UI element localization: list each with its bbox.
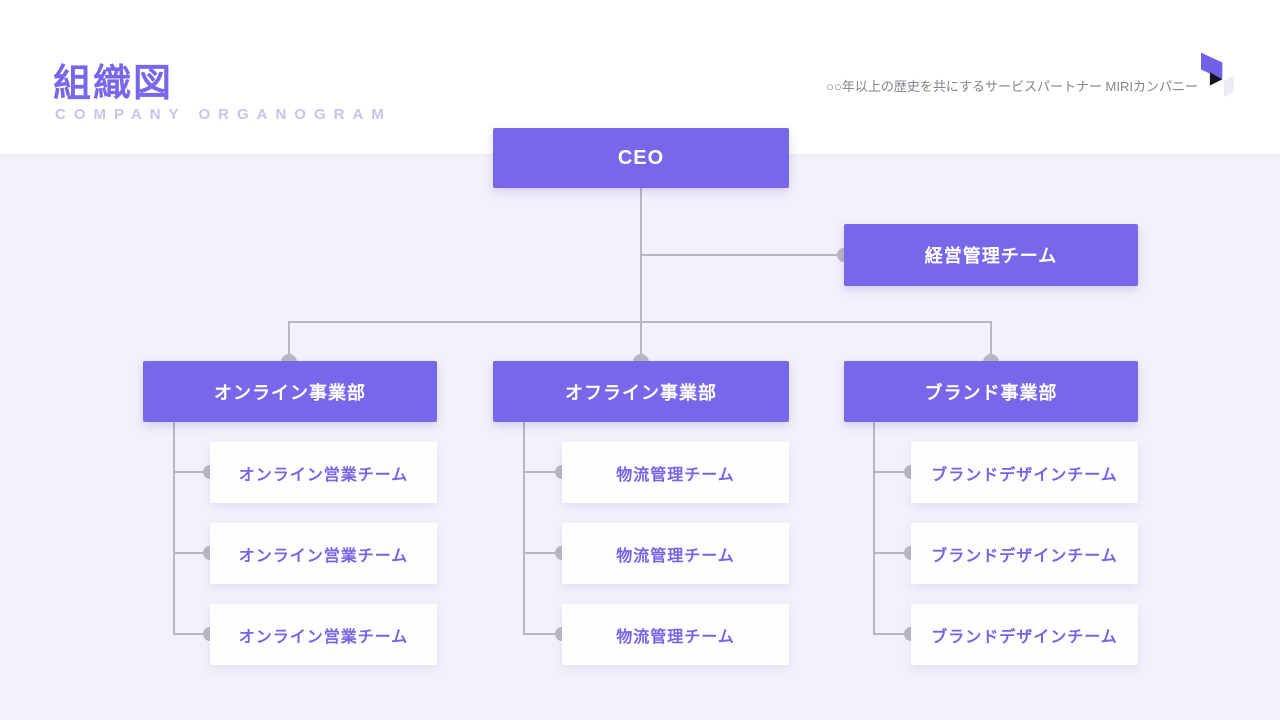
org-node-team: ブランドデザインチーム (911, 442, 1138, 503)
org-node-team: 物流管理チーム (562, 523, 789, 584)
connector-stub (523, 633, 563, 635)
connector-dept-span (288, 321, 992, 323)
org-node-team: 物流管理チーム (562, 442, 789, 503)
org-node-team: 物流管理チーム (562, 604, 789, 665)
org-node-department: ブランド事業部 (844, 361, 1138, 422)
org-node-ceo: CEO (493, 128, 789, 188)
connector-col2-rail (523, 422, 525, 635)
connector-staff-horizontal (641, 254, 844, 256)
org-node-team: オンライン営業チーム (210, 523, 437, 584)
company-logo-icon (1201, 52, 1234, 98)
connector-stub (173, 633, 211, 635)
connector-stub (523, 471, 563, 473)
org-node-team: オンライン営業チーム (210, 442, 437, 503)
page-subtitle: COMPANY ORGANOGRAM (55, 106, 392, 123)
company-tagline: ○○年以上の歴史を共にするサービスパートナー MIRIカンパニー (826, 79, 1198, 94)
connector-stub (873, 633, 912, 635)
org-node-team: オンライン営業チーム (210, 604, 437, 665)
org-node-team: ブランドデザインチーム (911, 604, 1138, 665)
page-title: 組織図 (53, 63, 174, 105)
connector-dept1-drop (288, 321, 290, 362)
connector-stub (873, 552, 912, 554)
org-node-department: オフライン事業部 (493, 361, 789, 422)
org-node-management-team: 経営管理チーム (844, 224, 1138, 286)
connector-stub (523, 552, 563, 554)
connector-dept3-drop (990, 321, 992, 362)
connector-ceo-vertical (640, 188, 642, 362)
org-node-department: オンライン事業部 (143, 361, 437, 422)
connector-stub (173, 471, 211, 473)
connector-stub (173, 552, 211, 554)
connector-stub (873, 471, 912, 473)
connector-col3-rail (873, 422, 875, 635)
connector-col1-rail (173, 422, 175, 635)
org-node-team: ブランドデザインチーム (911, 523, 1138, 584)
